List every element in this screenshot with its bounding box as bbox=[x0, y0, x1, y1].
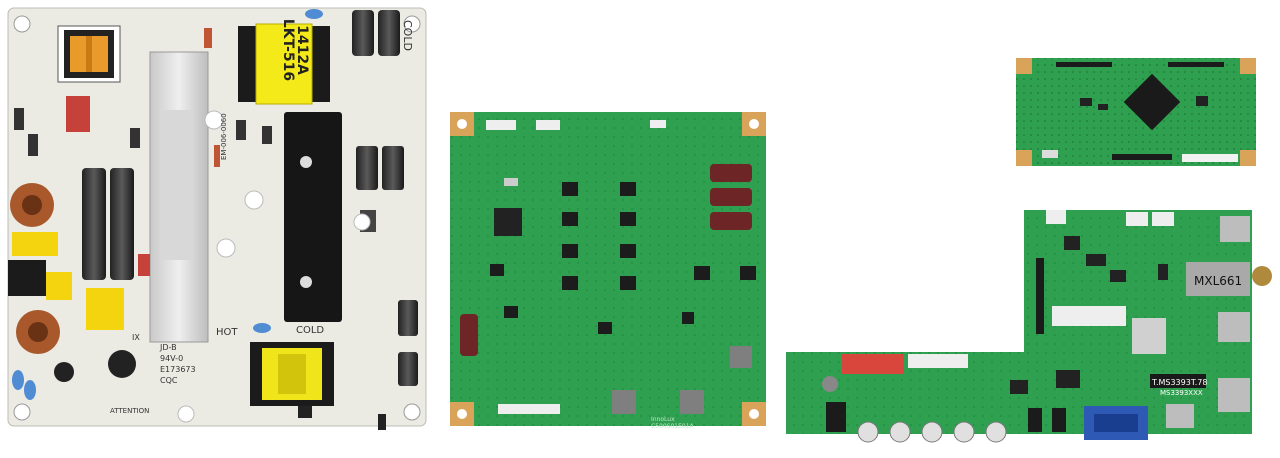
board-code: EM-006-0060 bbox=[220, 113, 228, 160]
transformer-label-2: 1412A bbox=[294, 25, 310, 75]
led-driver-board: InnoLux C500S01E01A bbox=[450, 112, 766, 430]
cold-zone-top-label: COLD bbox=[401, 20, 414, 51]
pcb-code: IX bbox=[132, 333, 140, 342]
main-board: MXL661 T.MS3393T.78 MS3393XXX bbox=[786, 210, 1272, 443]
hot-zone-label: HOT bbox=[216, 327, 238, 338]
pcb-line-3: E173673 bbox=[160, 365, 196, 374]
led-driver-brand: InnoLux bbox=[651, 416, 675, 423]
transformer-label-1: LKT-516 bbox=[280, 19, 296, 81]
cold-zone-bottom-label: COLD bbox=[296, 325, 324, 336]
pcb-line-4: CQC bbox=[160, 376, 178, 385]
attention-label: ATTENTION bbox=[110, 407, 149, 415]
pcb-line-1: JD-B bbox=[159, 343, 177, 352]
tuner-label: MXL661 bbox=[1194, 274, 1242, 288]
main-chip-label-1: T.MS3393T.78 bbox=[1151, 378, 1207, 387]
power-supply-board: LKT-516 1412A COLD bbox=[7, 7, 427, 430]
led-driver-part-number: C500S01E01A bbox=[651, 423, 695, 430]
pcb-line-2: 94V-0 bbox=[160, 354, 183, 363]
main-chip-label-2: MS3393XXX bbox=[1160, 389, 1203, 397]
tcon-board bbox=[1016, 58, 1256, 166]
